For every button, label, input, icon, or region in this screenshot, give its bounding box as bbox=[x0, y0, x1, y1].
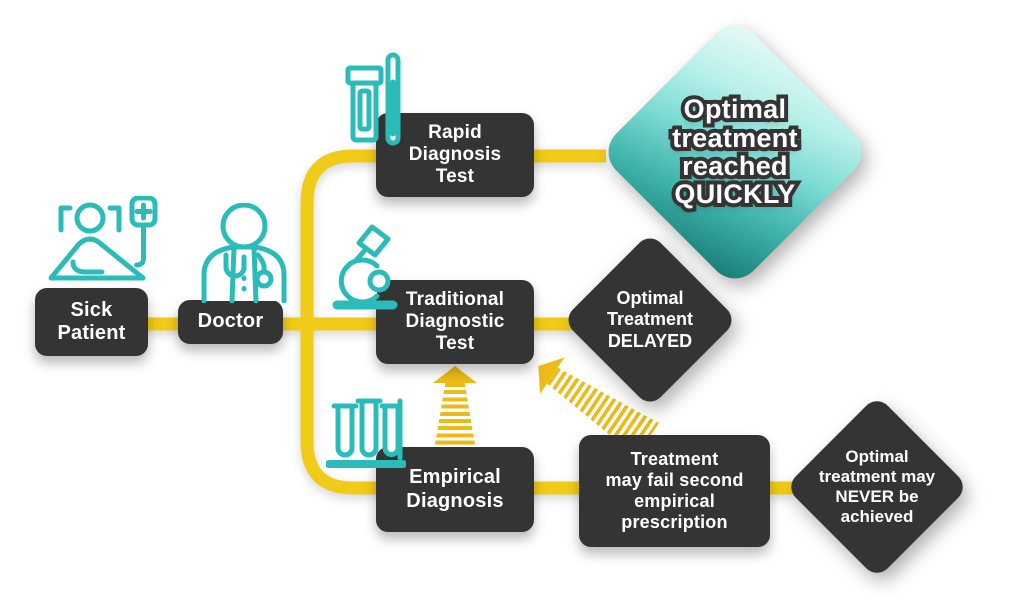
treatment-may-fail-label: Treatment may fail second empirical pres… bbox=[605, 449, 744, 532]
patient-in-bed-icon bbox=[46, 196, 166, 296]
outcome-delayed-diamond: Optimal Treatment DELAYED bbox=[562, 232, 738, 408]
rapid-diagnosis-test-label: Rapid Diagnosis Test bbox=[408, 121, 502, 188]
outcome-never-label: Optimal treatment may NEVER be achieved bbox=[818, 446, 936, 527]
arrow-striped-shaft bbox=[434, 383, 476, 446]
sick-patient-node: Sick Patient bbox=[35, 288, 148, 356]
outcome-quickly-label: Optimal treatment reached QUICKLY Optima… bbox=[668, 91, 801, 213]
test-tubes-icon bbox=[326, 398, 406, 470]
traditional-diagnostic-test-label: Traditional Diagnostic Test bbox=[405, 288, 505, 355]
traditional-diagnostic-test-node: Traditional Diagnostic Test bbox=[376, 280, 534, 364]
outcome-quickly-diamond: Optimal treatment reached QUICKLY Optima… bbox=[597, 14, 873, 290]
doctor-label: Doctor bbox=[197, 310, 264, 333]
treatment-may-fail-node: Treatment may fail second empirical pres… bbox=[579, 435, 770, 547]
sick-patient-label: Sick Patient bbox=[57, 298, 126, 344]
rapid-diagnosis-test-node: Rapid Diagnosis Test bbox=[376, 113, 534, 197]
doctor-icon bbox=[196, 203, 292, 303]
outcome-delayed-label: Optimal Treatment DELAYED bbox=[606, 288, 694, 351]
swab-test-icon bbox=[344, 52, 406, 146]
microscope-icon bbox=[330, 224, 400, 312]
retry-arrow-empirical-to-traditional bbox=[433, 366, 477, 446]
outcome-never-diamond: Optimal treatment may NEVER be achieved bbox=[785, 395, 969, 579]
arrow-head-icon bbox=[433, 366, 477, 383]
empirical-diagnosis-label: Empirical Diagnosis bbox=[406, 466, 504, 512]
doctor-node: Doctor bbox=[178, 300, 283, 344]
connector-branch bbox=[300, 149, 606, 495]
